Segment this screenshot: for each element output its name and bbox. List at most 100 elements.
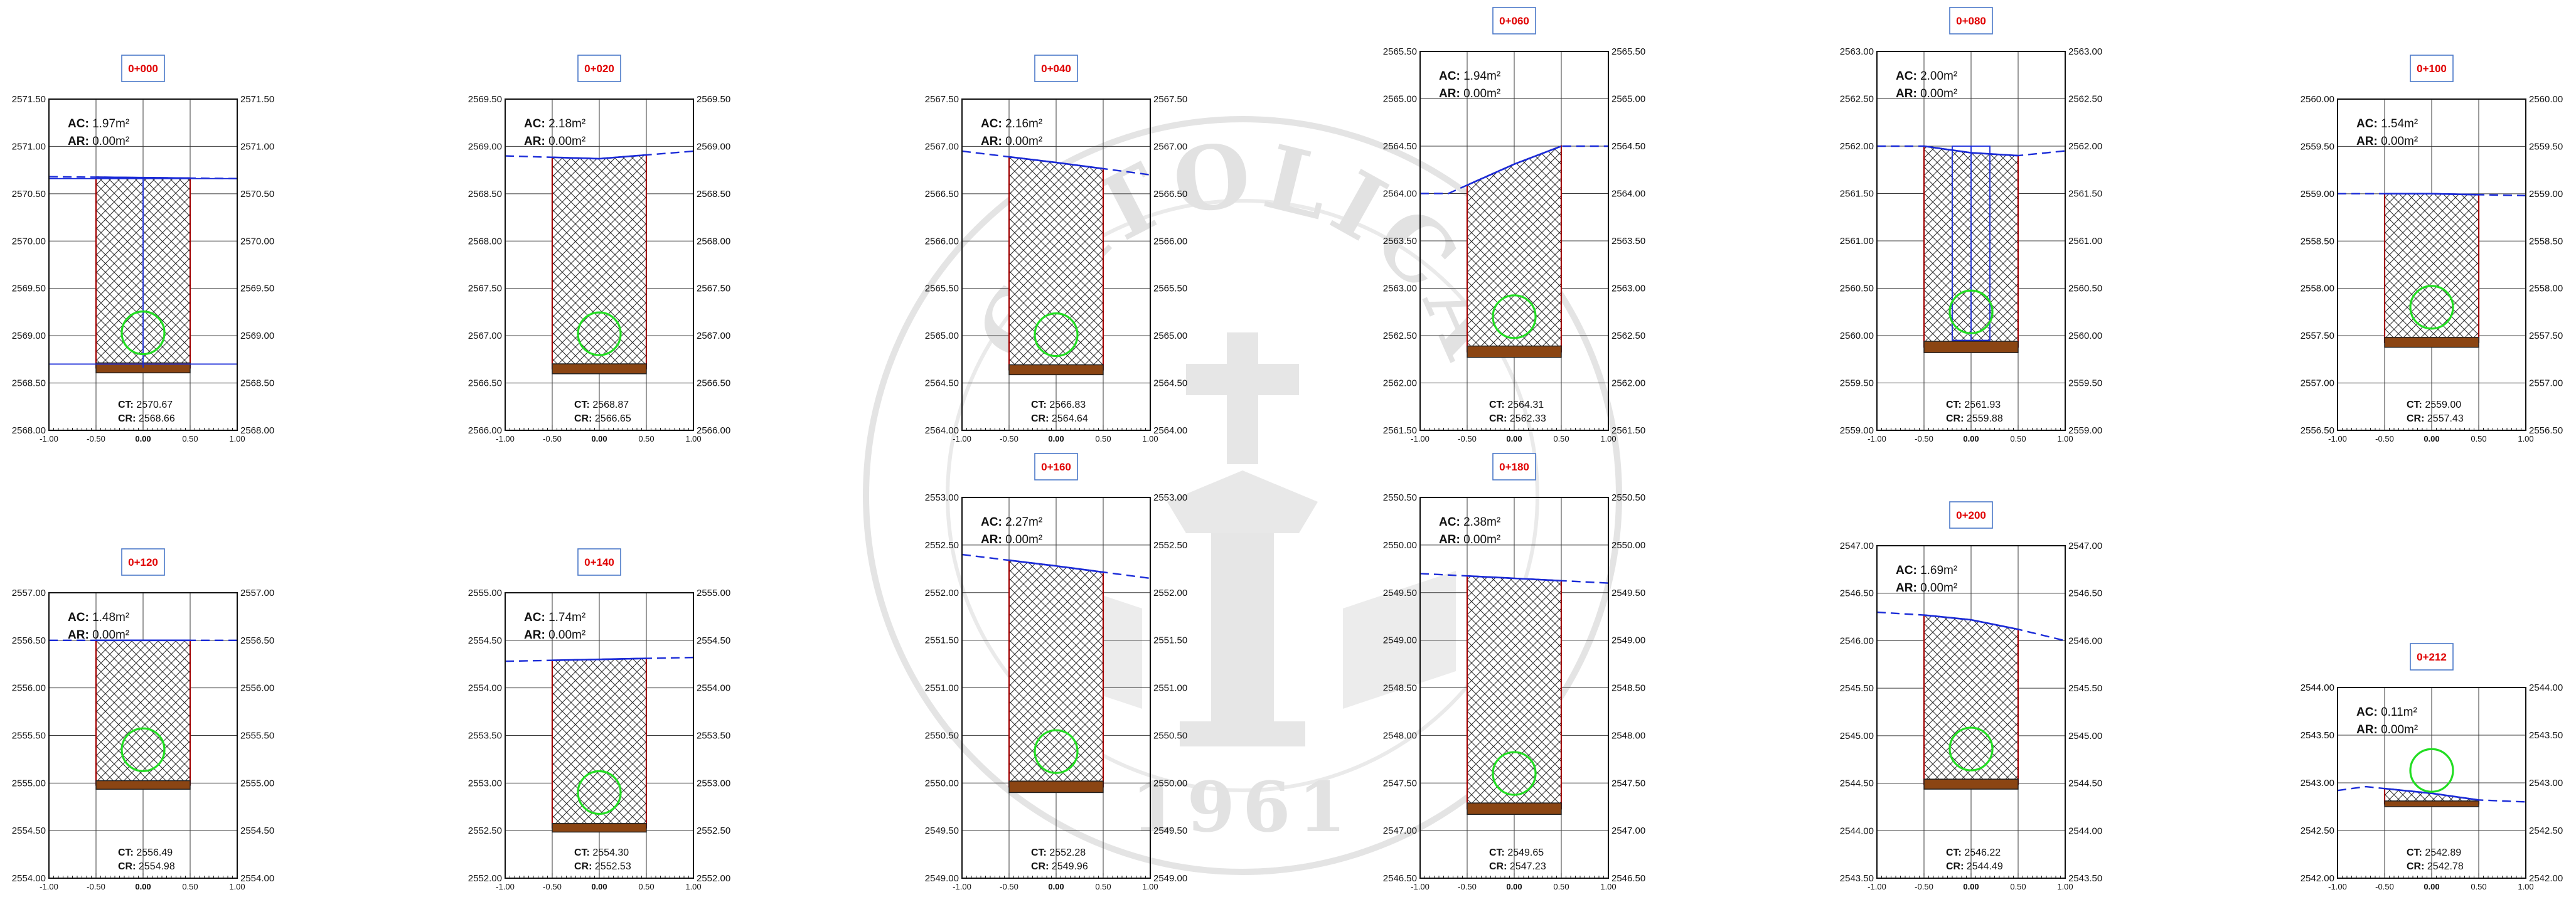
plot-frame <box>2337 687 2526 879</box>
base-layer <box>1923 341 2019 353</box>
y-tick-label-right: 2547.00 <box>2068 541 2102 551</box>
x-tick-label: 0.50 <box>1553 882 1569 891</box>
ct-value: CT: 2568.87 <box>574 400 629 410</box>
ct-value: CT: 2552.28 <box>1031 847 1086 858</box>
pipe-circle <box>1034 312 1079 358</box>
y-tick-label-left: 2562.50 <box>1383 331 1417 341</box>
y-tick-label-left: 2559.00 <box>2301 189 2334 199</box>
y-tick-label-right: 2548.00 <box>1611 730 1645 741</box>
y-tick-label-right: 2551.00 <box>1153 683 1187 694</box>
y-tick-label-right: 2561.50 <box>1611 425 1645 436</box>
y-tick-label-left: 2550.50 <box>925 730 959 741</box>
y-tick-label-right: 2555.50 <box>240 731 274 741</box>
y-tick-label-right: 2551.50 <box>1153 635 1187 646</box>
cr-value: CR: 2549.96 <box>1031 861 1088 872</box>
cut-area <box>551 154 648 370</box>
y-tick-label-right: 2568.00 <box>697 236 730 247</box>
x-tick-label: 0.00 <box>2424 882 2439 891</box>
y-tick-label-right: 2542.00 <box>2529 873 2563 884</box>
x-tick-label: 0.50 <box>2010 882 2026 891</box>
y-tick-label-left: 2552.50 <box>925 540 959 551</box>
cr-value: CR: 2557.43 <box>2407 413 2464 424</box>
x-tick-label: 0.00 <box>1048 434 1064 443</box>
base-layer <box>552 363 647 374</box>
y-tick-label-left: 2550.00 <box>925 778 959 788</box>
x-tick-label: 1.00 <box>685 882 701 891</box>
y-tick-label-right: 2561.00 <box>2068 236 2102 247</box>
x-tick-label: 1.00 <box>2057 882 2073 891</box>
terrain-line <box>48 176 238 179</box>
y-tick-label-right: 2568.50 <box>240 378 274 389</box>
y-tick-label-left: 2553.00 <box>468 778 502 788</box>
y-tick-label-right: 2569.00 <box>697 141 730 152</box>
cr-value: CR: 2552.53 <box>574 861 631 872</box>
y-tick-label-right: 2562.00 <box>2068 141 2102 152</box>
cut-area <box>1008 156 1104 371</box>
y-tick-label-left: 2555.00 <box>12 778 46 788</box>
y-tick-label-right: 2555.00 <box>240 778 274 788</box>
cr-value: CR: 2547.23 <box>1489 861 1546 872</box>
y-tick-label-left: 2569.50 <box>12 284 46 294</box>
station-label: 0+020 <box>584 63 614 75</box>
y-tick-label-right: 2543.50 <box>2529 730 2563 741</box>
x-tick-label: -0.50 <box>1000 882 1018 891</box>
pipe-circle <box>577 770 622 815</box>
station-label-box <box>1949 7 1993 34</box>
ct-value: CT: 2566.83 <box>1031 400 1086 410</box>
cr-value: CR: 2544.49 <box>1946 861 2003 872</box>
y-tick-label-right: 2544.50 <box>2068 778 2102 789</box>
y-tick-label-right: 2567.00 <box>1153 141 1187 152</box>
y-tick-label-left: 2549.50 <box>925 825 959 836</box>
y-tick-label-left: 2566.00 <box>925 236 959 247</box>
y-tick-label-left: 2562.00 <box>1840 141 1874 152</box>
plot-frame <box>48 98 238 431</box>
y-tick-label-left: 2568.50 <box>12 378 46 389</box>
y-tick-label-left: 2566.50 <box>925 189 959 199</box>
cr-value: CR: 2542.78 <box>2407 861 2464 872</box>
y-tick-label-right: 2569.00 <box>240 331 274 341</box>
y-tick-label-left: 2555.50 <box>12 731 46 741</box>
terrain-line-section <box>1467 145 1562 186</box>
pipe-circle <box>2409 748 2454 793</box>
ar-value: AR: 0.00m² <box>2356 135 2418 148</box>
y-tick-label-left: 2552.00 <box>925 588 959 598</box>
station-label-box <box>1492 453 1536 480</box>
station-label-box <box>121 55 165 82</box>
terrain-line-section <box>95 176 191 179</box>
y-tick-label-right: 2562.00 <box>1611 378 1645 389</box>
y-tick-label-right: 2554.00 <box>697 683 730 694</box>
y-tick-label-right: 2568.50 <box>697 189 730 199</box>
x-tick-label: 1.00 <box>2057 434 2073 443</box>
y-tick-label-left: 2565.00 <box>1383 94 1417 105</box>
station-label: 0+120 <box>128 556 158 568</box>
y-tick-label-right: 2569.50 <box>240 284 274 294</box>
station-label-box <box>1949 501 1993 529</box>
ct-value: CT: 2542.89 <box>2407 847 2461 858</box>
station-label: 0+080 <box>1956 15 1986 27</box>
x-tick-label: -0.50 <box>87 882 105 891</box>
terrain-line <box>2337 785 2526 803</box>
terrain-line-section <box>1008 156 1104 170</box>
x-tick-label: -1.00 <box>496 882 515 891</box>
y-tick-label-left: 2544.00 <box>1840 825 1874 836</box>
y-tick-label-right: 2557.00 <box>240 588 274 598</box>
y-tick-label-right: 2558.00 <box>2529 284 2563 294</box>
y-tick-label-right: 2549.50 <box>1611 588 1645 598</box>
terrain-line-section <box>1923 614 2019 630</box>
station-label: 0+060 <box>1499 15 1529 27</box>
x-tick-label: -0.50 <box>87 434 105 443</box>
y-tick-label-left: 2567.00 <box>468 331 502 341</box>
x-tick-label: -1.00 <box>1868 882 1886 891</box>
terrain-line <box>961 150 1151 176</box>
y-tick-label-left: 2557.00 <box>12 588 46 598</box>
y-tick-label-left: 2556.50 <box>12 635 46 646</box>
terrain-line <box>505 150 694 160</box>
y-tick-label-left: 2551.00 <box>925 683 959 694</box>
pipe-circle <box>1948 726 1994 772</box>
terrain-line-section <box>1008 559 1104 573</box>
ac-value: AC: 1.69m² <box>1896 564 1957 577</box>
y-tick-label-left: 2549.00 <box>925 873 959 884</box>
